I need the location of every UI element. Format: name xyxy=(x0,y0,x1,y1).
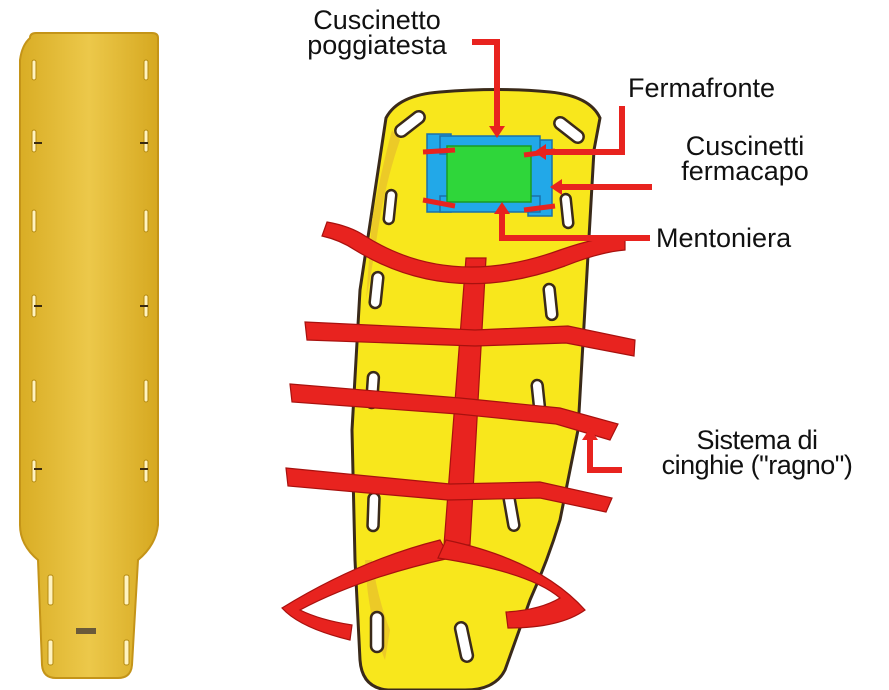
photo-board-body xyxy=(20,33,158,678)
label-strap-system: Sistema di cinghie ("ragno") xyxy=(628,428,886,478)
label-head-pad-line2: poggiatesta xyxy=(284,33,470,58)
label-strap-system-line2: cinghie ("ragno") xyxy=(628,453,886,478)
photo-board-tag xyxy=(76,628,96,634)
label-forehead-strap: Fermafronte xyxy=(628,76,775,101)
arrow-strap-system xyxy=(590,438,622,470)
forehead-strap-left xyxy=(423,150,455,152)
label-head-blocks: Cuscinetti fermacapo xyxy=(656,134,834,184)
spine-board-photo xyxy=(20,33,158,678)
label-head-blocks-line2: fermacapo xyxy=(656,159,834,184)
label-head-pad: Cuscinetto poggiatesta xyxy=(284,8,470,58)
label-chin-strap-text: Mentoniera xyxy=(656,226,791,251)
label-chin-strap: Mentoniera xyxy=(656,226,791,251)
head-pad xyxy=(447,146,531,202)
illustrated-board xyxy=(282,90,635,690)
label-forehead-strap-text: Fermafronte xyxy=(628,76,775,101)
head-immobilizer xyxy=(423,134,555,216)
